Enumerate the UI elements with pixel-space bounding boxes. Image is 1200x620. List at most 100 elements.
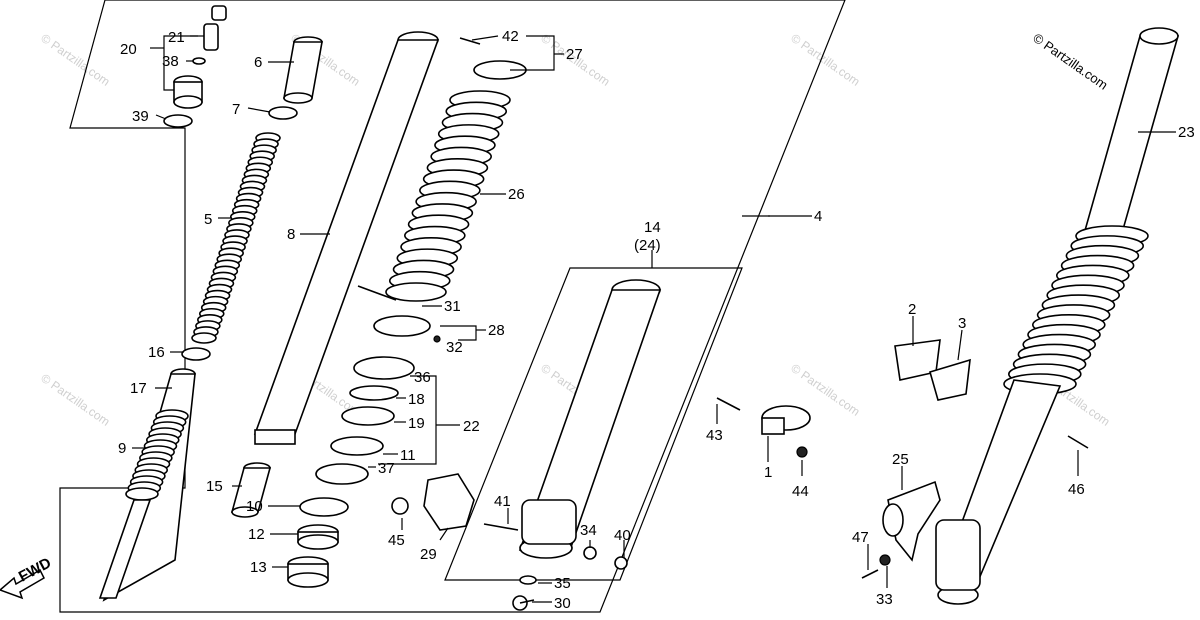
bracket-3-part	[929, 358, 971, 401]
callout-7: 7	[232, 101, 240, 118]
callout-35: 35	[554, 575, 571, 592]
copyright-text: © Partzilla.com	[1030, 30, 1110, 93]
callout-32: 32	[446, 339, 463, 356]
callout-1: 1	[764, 464, 772, 481]
bolt-31-part	[357, 285, 397, 301]
callout-26: 26	[508, 186, 525, 203]
callout-25: 25	[892, 451, 909, 468]
callout-12: 12	[248, 526, 265, 543]
fork-tube-part	[253, 31, 440, 445]
seal-37-part	[315, 463, 369, 485]
callout-23: 23	[1178, 124, 1195, 141]
fork-spring-part	[191, 132, 281, 344]
callout-22: 22	[463, 418, 480, 435]
callout-8: 8	[287, 226, 295, 243]
boot-band-28-part	[373, 315, 431, 337]
air-valve-part	[203, 5, 227, 51]
callout-labels: 21 20 38 39 6 7 5 8 16 17 9 15 10 12 13 …	[118, 28, 1195, 612]
fork-bolt-part	[173, 75, 203, 109]
callout-3: 3	[958, 315, 966, 332]
callout-42: 42	[502, 28, 519, 45]
callout-9: 9	[118, 440, 126, 457]
callout-40: 40	[614, 527, 631, 544]
bushing-12-part	[297, 524, 339, 550]
callout-6: 6	[254, 54, 262, 71]
callout-24: (24)	[634, 237, 661, 254]
watermark-1: © Partzilla.com	[38, 31, 112, 89]
coil-ring	[125, 487, 159, 501]
o-ring-39-part	[163, 114, 193, 128]
callout-44: 44	[792, 483, 809, 500]
coil-ring	[191, 332, 217, 344]
callout-17: 17	[130, 380, 147, 397]
callout-2: 2	[908, 301, 916, 318]
callout-45: 45	[388, 532, 405, 549]
watermark-5: © Partzilla.com	[38, 371, 112, 429]
callout-21: 21	[168, 29, 185, 46]
rebound-spring-part	[125, 409, 189, 501]
dust-seal-36-part	[353, 356, 415, 380]
watermark-4: © Partzilla.com	[788, 31, 862, 89]
callout-46: 46	[1068, 481, 1085, 498]
callout-4: 4	[814, 208, 822, 225]
callout-18: 18	[408, 391, 425, 408]
nut-44-part	[796, 446, 808, 458]
bolt-40-part	[614, 556, 628, 570]
callout-11: 11	[400, 447, 416, 464]
callout-31: 31	[444, 298, 461, 315]
washer-35-part	[519, 575, 537, 585]
guide-25-part	[882, 480, 941, 562]
callout-38: 38	[162, 53, 179, 70]
leader-lines	[132, 35, 1176, 603]
clip-16-part	[181, 347, 211, 361]
fork-slider-part	[518, 279, 662, 559]
oil-lock-piece-part	[230, 462, 272, 518]
assembly-outline	[59, 0, 846, 613]
callout-43: 43	[706, 427, 723, 444]
bolt-47-part	[861, 569, 879, 579]
nut-33-part	[879, 554, 891, 566]
callout-13: 13	[250, 559, 267, 576]
slider-box	[444, 267, 743, 581]
fork-boot-part	[385, 90, 511, 302]
callout-19: 19	[408, 415, 425, 432]
washer-7-part	[268, 106, 298, 120]
washer-11-part	[330, 436, 384, 456]
fork-assembly-slider-part	[935, 379, 1062, 605]
callout-34: 34	[580, 522, 597, 539]
callout-37: 37	[378, 460, 395, 477]
callout-39: 39	[132, 108, 149, 125]
callout-20: 20	[120, 41, 137, 58]
o-ring-38-part	[192, 57, 206, 65]
nut-32-part	[433, 335, 441, 343]
bushing-10-part	[299, 497, 349, 517]
callout-5: 5	[204, 211, 212, 228]
callout-27: 27	[566, 46, 583, 63]
callout-36: 36	[414, 369, 431, 386]
callout-28: 28	[488, 322, 505, 339]
oil-seal-19-part	[341, 406, 395, 426]
nut-45-part	[391, 497, 409, 515]
bolt-41-part	[483, 523, 519, 531]
callout-16: 16	[148, 344, 165, 361]
spacer-tube-part	[283, 36, 323, 104]
damper-rod-part	[98, 499, 152, 599]
callout-15: 15	[206, 478, 223, 495]
clip-18-part	[349, 385, 399, 401]
callout-30: 30	[554, 595, 571, 612]
callout-47: 47	[852, 529, 869, 546]
callout-29: 29	[420, 546, 437, 563]
axle-holder-29-part	[423, 473, 475, 531]
callout-10: 10	[246, 498, 263, 515]
coil-ring	[385, 282, 447, 302]
callout-33: 33	[876, 591, 893, 608]
bolt-43-part	[716, 397, 741, 411]
fork-assembly-boot-part	[1003, 225, 1149, 395]
fork-assembly-23-part	[1082, 27, 1180, 241]
fwd-arrow: FWD	[0, 554, 54, 600]
bolt-46-part	[1067, 435, 1089, 449]
washer-34-part	[583, 546, 597, 560]
bolt-30-part	[512, 595, 535, 611]
brake-hose-clamp-part	[761, 405, 811, 435]
